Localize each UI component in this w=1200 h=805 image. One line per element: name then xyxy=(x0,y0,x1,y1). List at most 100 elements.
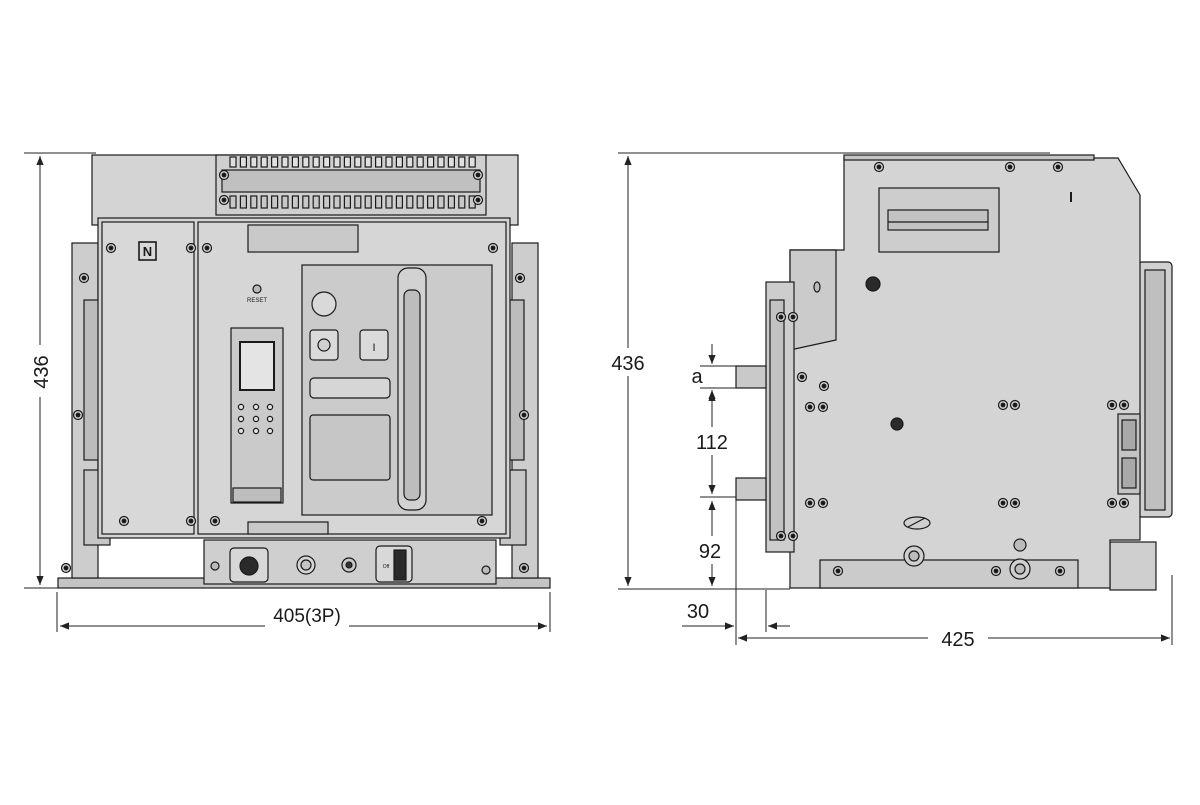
neutral-label: N xyxy=(143,244,152,259)
front-view xyxy=(57,154,551,589)
terminal-tooth xyxy=(385,195,393,209)
label-window xyxy=(247,224,359,253)
screw-center xyxy=(1121,402,1127,408)
front-labels: N RESET I Off xyxy=(138,241,390,570)
screw-center xyxy=(212,518,218,524)
terminal-tooth xyxy=(385,156,393,168)
terminal-length-label: 30 xyxy=(687,601,709,623)
screw-center xyxy=(188,518,194,524)
screw-center xyxy=(108,245,114,251)
terminal-tooth xyxy=(343,195,351,209)
keypad-button xyxy=(237,427,245,435)
trip-unit-display xyxy=(239,341,275,391)
energy-indicator xyxy=(311,291,337,317)
keypad-button xyxy=(266,427,274,435)
terminal-tooth xyxy=(458,195,466,209)
terminal-tooth xyxy=(250,195,258,209)
terminal-tooth xyxy=(302,195,310,209)
terminal-tooth xyxy=(229,195,237,209)
terminal-tooth xyxy=(427,156,435,168)
screw-center xyxy=(521,412,527,418)
status-window xyxy=(309,414,391,481)
terminal-tooth xyxy=(468,156,476,168)
screw-center xyxy=(517,275,523,281)
lower-terminal xyxy=(735,477,767,501)
front-screws xyxy=(60,169,530,574)
terminal-a-label: a xyxy=(691,366,703,388)
terminal-tooth xyxy=(437,156,445,168)
terminal-tooth xyxy=(375,156,383,168)
terminal-tooth xyxy=(447,156,455,168)
keypad-button xyxy=(252,403,260,411)
screw-center xyxy=(121,518,127,524)
terminal-tooth xyxy=(260,156,268,168)
screw-center xyxy=(993,568,999,574)
terminal-tooth xyxy=(323,156,331,168)
open-button xyxy=(359,329,389,361)
screw-center xyxy=(490,245,496,251)
screw-center xyxy=(1109,402,1115,408)
terminal-tooth xyxy=(281,156,289,168)
terminal-tooth xyxy=(406,156,414,168)
terminal-tooth xyxy=(239,156,247,168)
bottom-rail xyxy=(819,559,1079,589)
keypad-button xyxy=(266,415,274,423)
screw-center xyxy=(475,172,481,178)
screw-center xyxy=(1000,500,1006,506)
screw-center xyxy=(63,565,69,571)
screw-center xyxy=(799,374,805,380)
terminal-tooth xyxy=(260,195,268,209)
screw-center xyxy=(820,404,826,410)
terminal-tooth xyxy=(312,195,320,209)
terminal-tooth xyxy=(437,195,445,209)
screw-center xyxy=(521,565,527,571)
screw-center xyxy=(790,533,796,539)
reset-button xyxy=(252,284,262,294)
side-view xyxy=(735,154,1173,591)
terminal-tooth xyxy=(229,156,237,168)
screw-center xyxy=(778,314,784,320)
terminal-tooth xyxy=(354,195,362,209)
screw-center xyxy=(876,164,882,170)
terminal-tooth xyxy=(271,156,279,168)
terminal-tooth xyxy=(239,195,247,209)
reset-label: RESET xyxy=(247,298,267,304)
screw-center xyxy=(790,314,796,320)
terminal-tooth xyxy=(364,195,372,209)
keypad-button xyxy=(237,415,245,423)
upper-terminal xyxy=(735,365,767,389)
screw-center xyxy=(821,383,827,389)
screw-center xyxy=(1007,164,1013,170)
terminal-tooth xyxy=(416,156,424,168)
keypad-button xyxy=(252,427,260,435)
terminal-tooth xyxy=(458,156,466,168)
screw-center xyxy=(221,172,227,178)
screw-center xyxy=(1000,402,1006,408)
lock-label: Off xyxy=(383,564,390,570)
screw-center xyxy=(75,412,81,418)
front-height-label: 436 xyxy=(31,355,53,388)
terminal-height-label: 92 xyxy=(699,541,721,563)
screw-center xyxy=(188,245,194,251)
terminal-tooth xyxy=(427,195,435,209)
handle-slot xyxy=(903,516,931,530)
terminal-tooth xyxy=(354,156,362,168)
open-button-label: I xyxy=(372,342,375,354)
side-depth-label: 425 xyxy=(941,629,974,651)
terminal-tooth xyxy=(250,156,258,168)
terminal-tooth xyxy=(364,156,372,168)
screw-center xyxy=(807,404,813,410)
front-width-label: 405(3P) xyxy=(273,606,341,627)
terminal-tooth xyxy=(291,195,299,209)
terminal-tooth xyxy=(447,195,455,209)
terminal-tooth xyxy=(281,195,289,209)
terminal-teeth xyxy=(229,156,476,209)
terminal-tooth xyxy=(312,156,320,168)
terminal-tooth xyxy=(395,195,403,209)
screw-center xyxy=(81,275,87,281)
terminal-tooth xyxy=(323,195,331,209)
terminal-tooth xyxy=(416,195,424,209)
screw-center xyxy=(221,197,227,203)
